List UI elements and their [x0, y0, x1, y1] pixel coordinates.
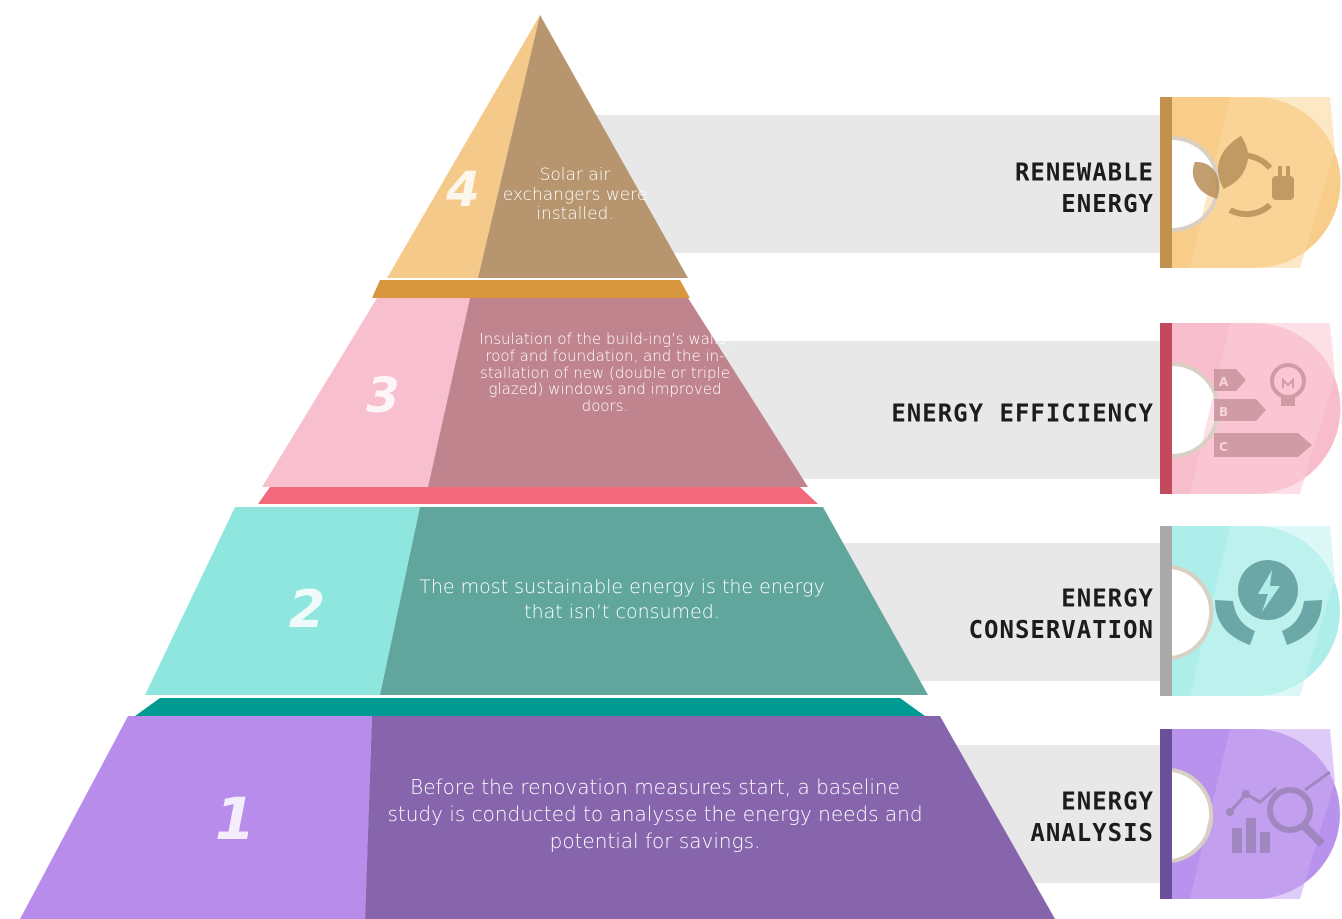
badge-energy-analysis: [1160, 729, 1340, 899]
level-description-3: Insulation of the build-ing’s walls, roo…: [479, 330, 731, 416]
level-number-1: 1: [214, 785, 256, 853]
level-description-1: Before the renovation measures start, a …: [387, 775, 923, 853]
level-title-4: RENEWABLE ENERGY: [1015, 157, 1154, 220]
pyramid-level-3: [262, 280, 808, 487]
svg-text:B: B: [1219, 405, 1228, 419]
level-number-4: 4: [446, 162, 480, 218]
pyramid-level-2: [145, 487, 928, 695]
svg-text:A: A: [1219, 375, 1229, 389]
level-title-4-line2: ENERGY: [1061, 189, 1154, 219]
analytics-magnifier-icon: [1226, 770, 1331, 853]
pyramid-level-4: [387, 15, 688, 278]
leaf-plug-cycle-icon: [1193, 135, 1294, 218]
svg-text:C: C: [1219, 440, 1228, 454]
hands-energy-icon: [1215, 560, 1322, 645]
level-title-2: ENERGY CONSERVATION: [969, 583, 1154, 646]
badge-renewable-energy: [1160, 97, 1341, 268]
level-title-2-line2: CONSERVATION: [968, 615, 1154, 645]
efficiency-rating-bulb-icon: A B C: [1214, 363, 1312, 457]
level-number-2: 2: [288, 580, 326, 640]
level-title-1-line2: ANALYSIS: [1030, 818, 1154, 848]
level-title-3: ENERGY EFFICIENCY: [891, 397, 1154, 429]
level-title-2-line1: ENERGY: [1061, 583, 1154, 613]
level-description-2: The most sustainable energy is the energ…: [419, 576, 825, 623]
level-title-1: ENERGY ANALYSIS: [1030, 786, 1154, 849]
level-number-3: 3: [366, 368, 400, 424]
level-title-4-line1: RENEWABLE: [1014, 157, 1154, 187]
level-title-3-line1: ENERGY EFFICIENCY: [891, 398, 1154, 428]
pyramid-level-1: [20, 698, 1055, 919]
level-title-1-line1: ENERGY: [1061, 786, 1154, 816]
level-description-4: Solar air exchangers were installed.: [502, 165, 648, 225]
